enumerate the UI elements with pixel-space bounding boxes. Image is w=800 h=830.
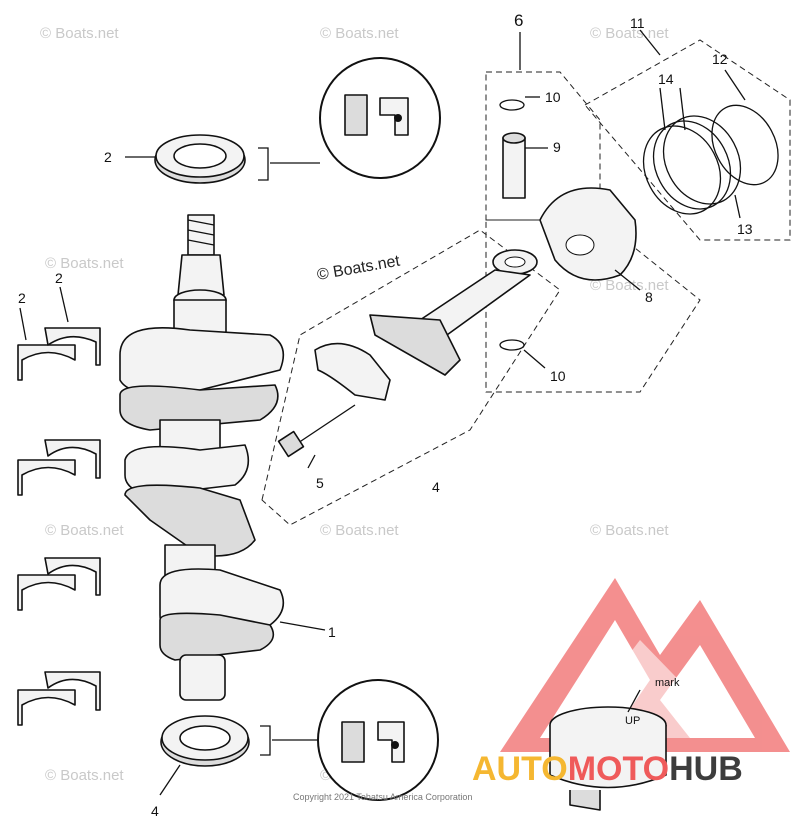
group-7-outline <box>485 71 601 221</box>
seal-section-shape <box>344 94 368 136</box>
seal-orientation-inset-top <box>258 57 441 181</box>
main-bearing-set <box>17 327 101 726</box>
callout-5: 4 <box>432 479 440 495</box>
seal-lip-shape <box>379 97 409 136</box>
seal-section-shape <box>341 721 365 763</box>
watermark-text: © Boats.net <box>590 277 669 294</box>
callout-10: 10 <box>545 89 561 105</box>
up-mark-label: UP <box>625 715 640 727</box>
brand-part-hub: HUB <box>669 750 743 788</box>
mark-label: mark <box>655 677 680 689</box>
seal-lip-shape <box>377 721 405 763</box>
piston-up-mark-illustration: UP mark <box>549 677 680 811</box>
callout-3: 2 <box>104 149 112 165</box>
callout-7: 6 <box>514 11 523 30</box>
connecting-rod-cap <box>314 342 391 401</box>
callout-4: 4 <box>151 803 159 819</box>
connecting-rod-bolt <box>277 404 356 458</box>
copyright-text: Copyright 2021 Tohatsu America Corporati… <box>293 792 472 802</box>
callout-10: 10 <box>550 368 566 384</box>
group-11-outline <box>584 39 791 241</box>
leader-lines <box>19 29 746 796</box>
watermark-text: © Boats.net <box>590 522 669 539</box>
callout-2: 2 <box>18 290 26 306</box>
callout-8: 8 <box>645 289 653 305</box>
callout-2: 2 <box>55 270 63 286</box>
watermark-text: © Boats.net <box>320 25 399 42</box>
watermark-text: © Boats.net <box>40 25 119 42</box>
center-boats-copyright: © Boats.net <box>316 253 402 284</box>
callout-9: 9 <box>553 139 561 155</box>
watermark-text: © Boats.net <box>45 255 124 272</box>
callout-13: 13 <box>737 221 753 237</box>
watermark-text: © Boats.net <box>320 522 399 539</box>
oil-seal-bottom <box>160 715 250 767</box>
watermark-text: © Boats.net <box>45 522 124 539</box>
seal-orientation-inset-bottom <box>260 679 439 801</box>
circlip-top <box>499 99 525 111</box>
callout-11: 11 <box>630 15 645 31</box>
oil-seal-top <box>154 134 246 184</box>
connecting-rod <box>369 249 538 376</box>
watermark-text: © Boats.net <box>590 25 669 42</box>
callout-6: 5 <box>316 475 324 491</box>
piston <box>539 187 637 281</box>
circlip-bottom <box>499 339 525 351</box>
watermark-text: © Boats.net <box>45 767 124 784</box>
crankshaft <box>119 214 285 701</box>
piston-pin <box>502 132 526 199</box>
callout-14: 14 <box>658 71 674 87</box>
brand-part-auto: AUTO <box>472 750 568 788</box>
callout-1: 1 <box>328 624 336 640</box>
brand-part-moto: MOTO <box>568 750 669 788</box>
piston-ring-set <box>642 104 779 215</box>
brand-name: AUTOMOTOHUB <box>472 750 743 788</box>
callout-12: 12 <box>712 51 728 67</box>
